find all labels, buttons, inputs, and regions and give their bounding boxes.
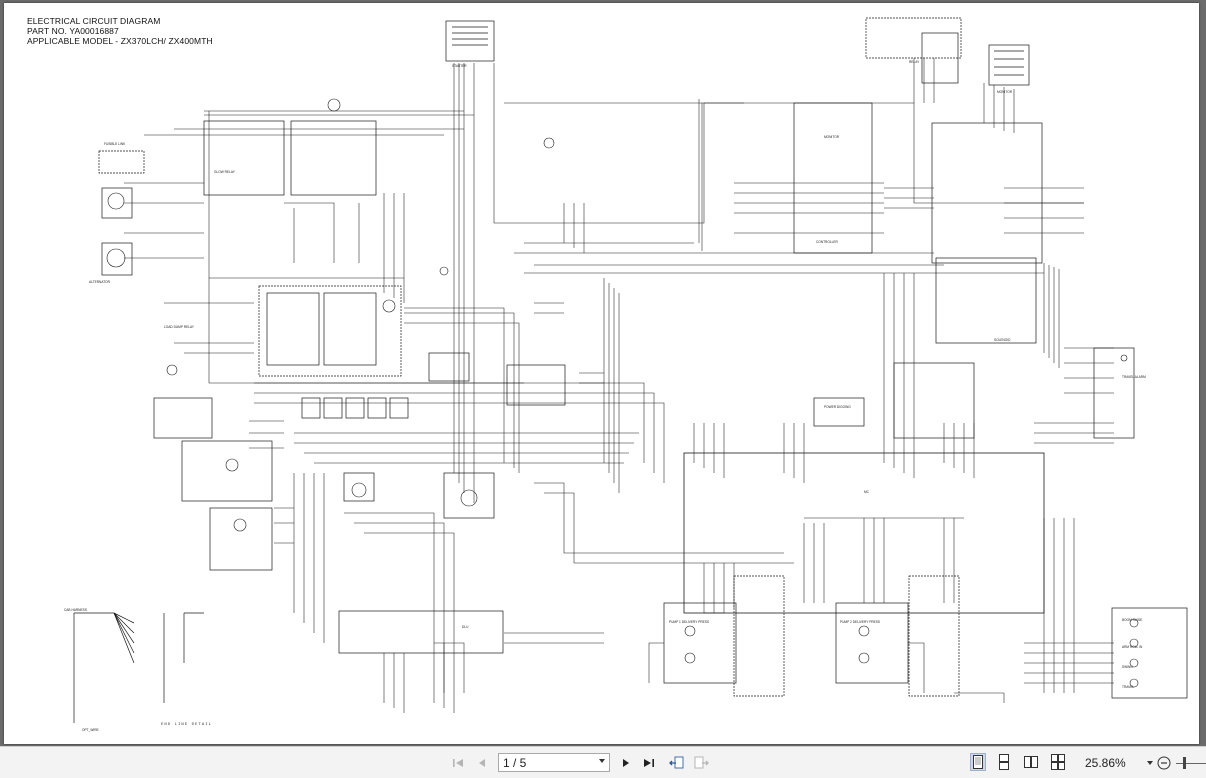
first-page-icon[interactable]	[450, 753, 466, 772]
washer-box	[209, 507, 273, 571]
sensor-box-right	[935, 257, 1037, 344]
left-relay-box	[203, 120, 285, 196]
svg-text:DLU: DLU	[462, 625, 469, 629]
wiper-box	[181, 440, 273, 502]
pilot-switch-box	[153, 397, 213, 439]
svg-text:ALTERNATOR: ALTERNATOR	[89, 280, 111, 284]
svg-text:SWING: SWING	[1122, 665, 1133, 669]
svg-text:FUSIBLE LINK: FUSIBLE LINK	[104, 142, 126, 146]
facing-view-icon[interactable]	[1024, 754, 1038, 770]
zoom-level[interactable]: 25.86%	[1085, 756, 1126, 770]
prev-page-icon[interactable]	[474, 753, 490, 772]
svg-text:BOOM RAISE: BOOM RAISE	[1122, 618, 1142, 622]
svg-text:GLOW RELAY: GLOW RELAY	[214, 170, 236, 174]
controller-box-right	[931, 122, 1043, 264]
switch-panel	[893, 362, 975, 439]
key-switch-box	[290, 120, 377, 196]
lower-ecu	[338, 610, 504, 654]
facing-continuous-icon[interactable]	[1051, 754, 1065, 770]
center-relay-b	[428, 352, 470, 382]
svg-text:MC: MC	[864, 490, 870, 494]
svg-text:POWER DIGGING: POWER DIGGING	[824, 405, 851, 409]
continuous-view-icon[interactable]	[997, 754, 1011, 770]
pump-sensor-box	[443, 472, 495, 519]
diagram-page[interactable]: ELECTRICAL CIRCUIT DIAGRAM PART NO. YA00…	[4, 3, 1199, 744]
svg-text:TRAVEL: TRAVEL	[1122, 685, 1134, 689]
svg-text:SOLENOID: SOLENOID	[994, 338, 1011, 342]
battery-relay	[98, 150, 145, 174]
title-block: ELECTRICAL CIRCUIT DIAGRAM PART NO. YA00…	[27, 16, 213, 46]
center-relay-a	[506, 364, 566, 406]
svg-text:MONITOR: MONITOR	[997, 90, 1013, 94]
controller-box-upper	[793, 102, 873, 254]
svg-text:CONTROLLER: CONTROLLER	[816, 240, 838, 244]
end-line-detail	[59, 603, 229, 728]
zoom-slider-track[interactable]	[1176, 763, 1206, 764]
applicable-model: APPLICABLE MODEL - ZX370LCH/ ZX400MTH	[27, 36, 213, 46]
svg-text:PUMP 1 DELIVERY PRESS: PUMP 1 DELIVERY PRESS	[669, 620, 709, 624]
relay-block-top-right	[865, 17, 962, 59]
page-dropdown-icon[interactable]	[599, 759, 605, 763]
svg-text:MONITOR: MONITOR	[824, 135, 840, 139]
page-number-input[interactable]	[499, 755, 583, 770]
zoom-slider-thumb[interactable]	[1183, 757, 1186, 769]
svg-text:RELAY: RELAY	[909, 60, 920, 64]
svg-text:ARM ROLL IN: ARM ROLL IN	[1122, 645, 1143, 649]
svg-text:CAB HARNESS: CAB HARNESS	[64, 608, 87, 612]
viewer-toolbar: 25.86%	[0, 746, 1206, 778]
relay-box	[921, 32, 959, 84]
svg-text:PUMP 2 DELIVERY PRESS: PUMP 2 DELIVERY PRESS	[840, 620, 880, 624]
forward-view-icon[interactable]	[692, 753, 710, 772]
zoom-out-icon[interactable]	[1156, 753, 1172, 772]
connector-block-top	[445, 20, 495, 62]
fuse-box	[258, 285, 402, 377]
engine-sensor	[343, 472, 375, 502]
back-view-icon[interactable]	[668, 753, 686, 772]
end-line-detail-label: END LINE DETAIL	[161, 723, 213, 727]
alternator	[101, 242, 133, 276]
circuit-diagram: STARTER RELAY MONITOR MONITOR CONTROLLER…	[59, 17, 1188, 732]
pressure-sensor-panel-left	[663, 602, 737, 684]
next-page-icon[interactable]	[618, 753, 634, 772]
svg-text:OPT_WIRE: OPT_WIRE	[82, 728, 99, 732]
svg-text:TRAVEL ALARM: TRAVEL ALARM	[1122, 375, 1146, 379]
last-page-icon[interactable]	[641, 753, 657, 772]
svg-text:LOAD DUMP RELAY: LOAD DUMP RELAY	[164, 325, 195, 329]
single-page-view-icon[interactable]	[970, 753, 986, 771]
page-number-field[interactable]	[498, 753, 610, 772]
zoom-dropdown-icon[interactable]	[1147, 761, 1153, 765]
diagram-title: ELECTRICAL CIRCUIT DIAGRAM	[27, 16, 161, 26]
pressure-sensor-panel-right	[835, 602, 909, 684]
monitor-connector	[988, 44, 1030, 86]
power-digging-switch	[813, 397, 865, 427]
part-number: PART NO. YA00016887	[27, 26, 119, 36]
svg-text:STARTER: STARTER	[452, 64, 467, 68]
